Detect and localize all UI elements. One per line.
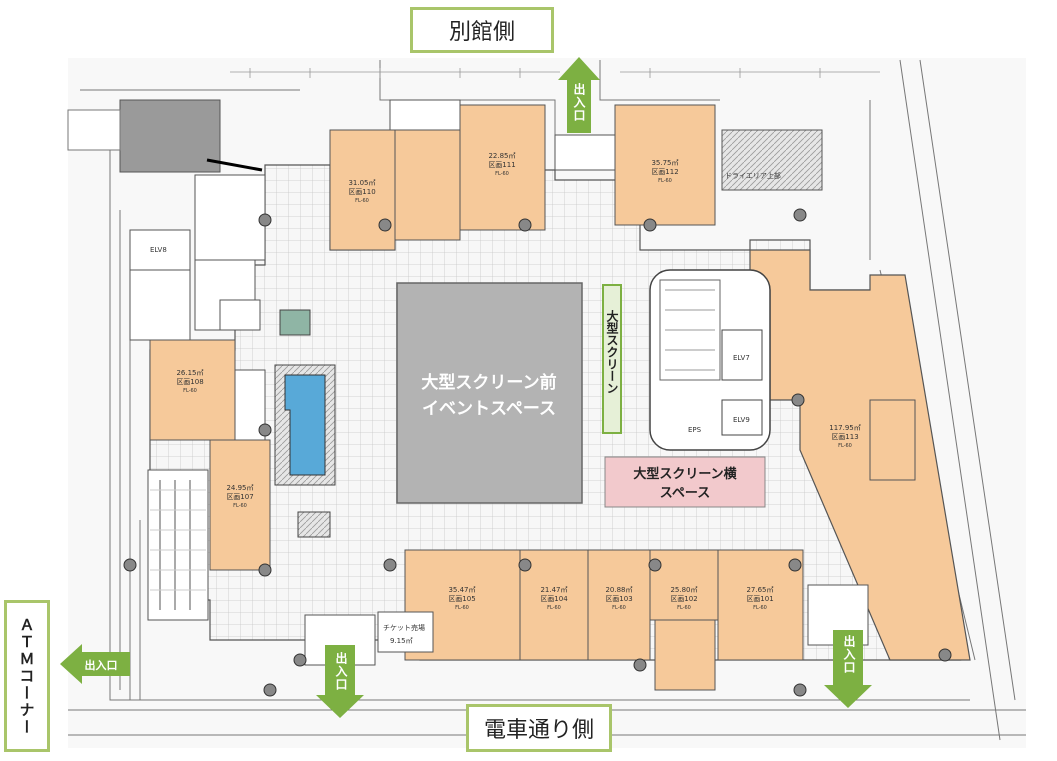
room-id: 区画103 (605, 595, 632, 603)
ticket-room-label: チケット売場 (383, 623, 425, 632)
room-fl: FL-60 (547, 605, 561, 611)
shop-101 (717, 549, 804, 661)
big-screen-label: 大型スクリーン (605, 310, 619, 394)
north-shops (329, 99, 823, 251)
exit-arrow-west[interactable] (60, 644, 130, 684)
column (791, 393, 805, 407)
dry-area (721, 129, 823, 191)
exit-label-west: 出入口 (85, 658, 118, 672)
room-area: 26.15㎡ (176, 369, 203, 377)
exit-arrow-south-right[interactable] (824, 630, 872, 708)
column (383, 558, 397, 572)
room-id: 区画110 (348, 188, 375, 196)
room-area: 27.65㎡ (746, 586, 773, 594)
storage-hatched-area (119, 99, 221, 173)
room-fl: FL-60 (495, 171, 509, 177)
column (788, 558, 802, 572)
room-fl: FL-60 (612, 605, 626, 611)
room-area: 35.75㎡ (651, 159, 678, 167)
room-fl: FL-60 (753, 605, 767, 611)
room-area: 20.88㎡ (605, 586, 632, 594)
room-area: 25.80㎡ (670, 586, 697, 594)
shop-103 (587, 549, 651, 661)
room-fl: FL-60 (455, 605, 469, 611)
room-labels: 31.05㎡区画110FL-6022.85㎡区画111FL-6035.75㎡区画… (176, 152, 860, 611)
room-area: 24.95㎡ (226, 484, 253, 492)
column (293, 653, 307, 667)
ticket-room-area: 9.15㎡ (390, 637, 413, 645)
room-area: 21.47㎡ (540, 586, 567, 594)
event-space-title-line1: 大型スクリーン前 (421, 372, 556, 393)
exit-arrow-south-left[interactable] (316, 645, 364, 718)
atm-corner-text: ＡＴＭコーナー (17, 616, 36, 736)
eps-label: EPS (688, 426, 702, 434)
dimension-lines (230, 68, 880, 78)
train-street-side-label: 電車通り側 (466, 704, 612, 752)
event-space-title-line2: イベントスペース (422, 399, 556, 419)
exit-label-south-left: 出入口 (334, 652, 348, 691)
column (793, 683, 807, 697)
room-area: 117.95㎡ (829, 424, 861, 432)
elv7-label: ELV7 (733, 354, 750, 362)
room-id: 区画101 (746, 595, 773, 603)
big-screen (602, 284, 622, 434)
column (938, 648, 952, 662)
screen-side-line2: スペース (660, 486, 710, 501)
annex-side-label: 別館側 (410, 7, 554, 53)
dry-area-label: ドライエリア上部 (725, 171, 781, 180)
column (263, 683, 277, 697)
column (648, 558, 662, 572)
room-id: 区画111 (488, 161, 515, 169)
escalators (147, 469, 209, 621)
exit-arrow-north[interactable] (558, 57, 600, 133)
ticket-room (377, 611, 434, 653)
room-fl: FL-60 (233, 503, 247, 509)
exit-label-north: 出入口 (572, 83, 586, 122)
elv8-label: ELV8 (150, 246, 167, 254)
room-area: 22.85㎡ (488, 152, 515, 160)
column (518, 558, 532, 572)
column (518, 218, 532, 232)
elv9-label: ELV9 (733, 416, 750, 424)
room-fl: FL-60 (183, 388, 197, 394)
room-id: 区画102 (670, 595, 697, 603)
shop-112 (614, 104, 716, 226)
room-id: 区画107 (226, 493, 253, 501)
screen-side-space (604, 456, 766, 508)
room-id: 区画108 (176, 378, 203, 386)
column (123, 558, 137, 572)
room-fl: FL-60 (838, 443, 852, 449)
elevator-core (649, 269, 771, 451)
column (258, 563, 272, 577)
water-feature (234, 364, 336, 486)
room-fl: FL-60 (355, 198, 369, 204)
column (793, 208, 807, 222)
room-id: 区画112 (651, 168, 678, 176)
room-area: 35.47㎡ (448, 586, 475, 594)
event-space (396, 282, 583, 504)
room-fl: FL-60 (677, 605, 691, 611)
shop-104 (519, 549, 589, 661)
shop-111 (459, 104, 546, 231)
column (258, 423, 272, 437)
room-id: 区画105 (448, 595, 475, 603)
room-fl: FL-60 (658, 178, 672, 184)
screen-side-line1: 大型スクリーン横 (633, 466, 737, 482)
room-area: 31.05㎡ (348, 179, 375, 187)
structural-columns (123, 208, 952, 697)
west-service-block (129, 174, 266, 341)
room-id: 区画104 (540, 595, 568, 603)
room-id: 区画113 (831, 433, 858, 441)
atm-corner-label: ＡＴＭコーナー (4, 600, 50, 752)
shop-108 (149, 339, 236, 441)
column (258, 213, 272, 227)
column (643, 218, 657, 232)
column (633, 658, 647, 672)
exit-label-south-right: 出入口 (842, 635, 856, 674)
column (378, 218, 392, 232)
